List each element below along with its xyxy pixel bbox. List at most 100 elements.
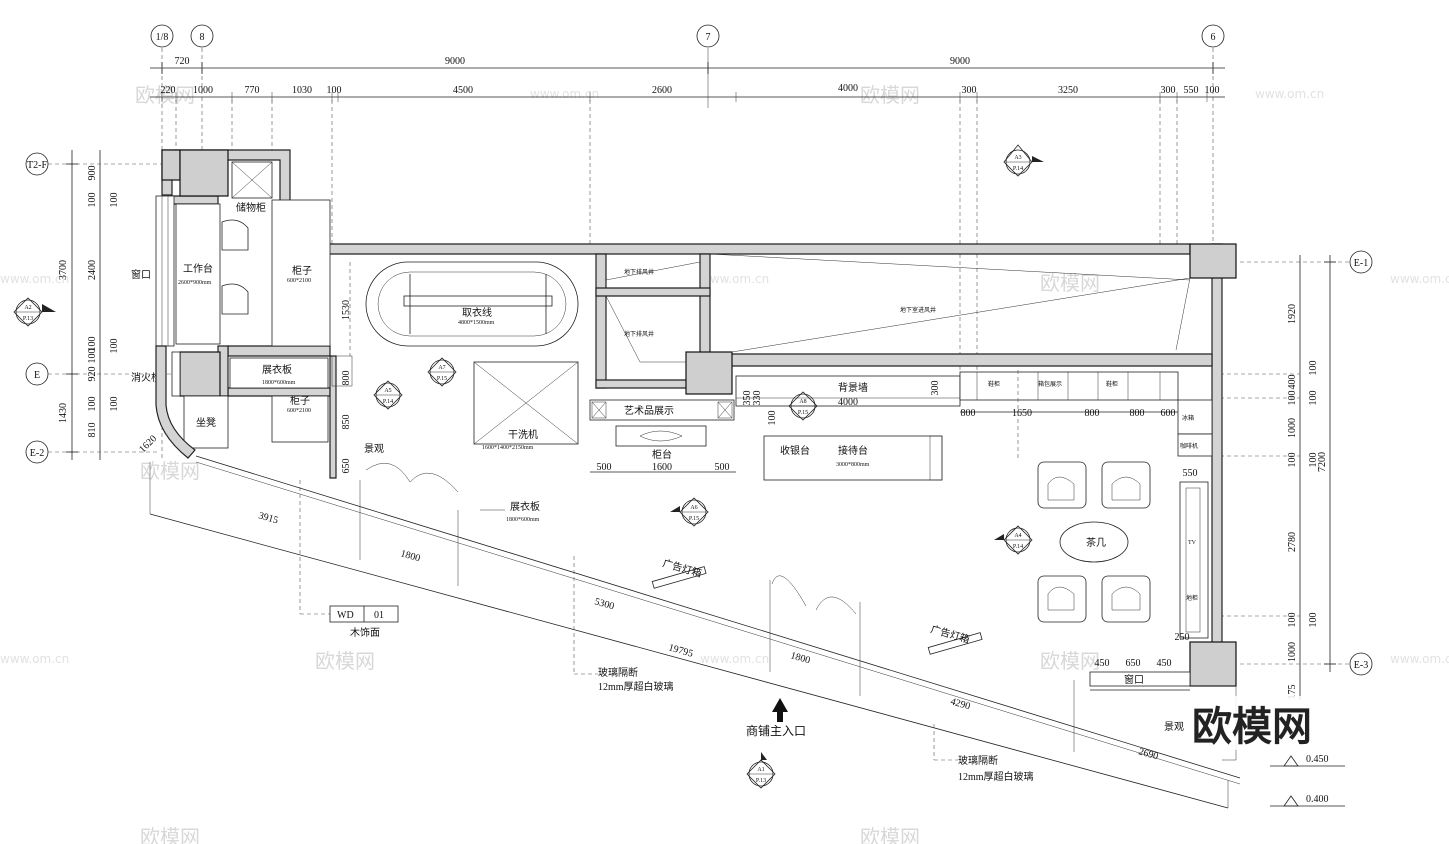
section-marker-a6: A6 P.15 [670,497,709,527]
column [179,351,221,397]
section-marker-a4: A4 P.14 [994,525,1033,555]
dimension-left: 3700 1430 900 100 2400 100 100 920 100 8… [58,150,120,460]
dim-label: 650 [341,459,352,474]
grid-axes-right: E-1 E-3 [1240,250,1373,676]
svg-text:P.14: P.14 [1013,544,1023,550]
lounge-area: 茶几 [1037,461,1151,623]
watermark-text: 欧模网 [135,83,195,107]
glass-partition-notes: 玻璃隔断 12mm厚超白玻璃 玻璃隔断 12mm厚超白玻璃 [573,556,1034,783]
bg-wall-label: 背景墙 [838,381,868,394]
dim-label: 300 [962,85,977,96]
svg-text:P.15: P.15 [689,516,699,522]
right-fittings: 冰箱 咖啡机 550 TV 地柜 250 [1017,370,1213,643]
column [179,149,229,197]
dim-label: 800 [1085,408,1100,419]
entrance-label: 商铺主入口 [746,723,806,738]
pickup-size: 4800*1500mm [458,320,495,326]
svg-text:A7: A7 [438,365,445,371]
clothes-pickup-rail: 取衣线 4800*1500mm [365,261,579,347]
dim-label: 19795 [667,642,694,659]
svg-text:E: E [34,370,40,381]
material-tag: WD 01 木饰面 [299,480,399,639]
column [685,351,733,395]
cabinet2-label: 柜子 [290,394,310,407]
dim-label: 350 [742,391,753,406]
shafts: 地下排风井 地下排风井 地下室进风井 [605,253,1191,363]
dim-label: 4000 [838,83,858,94]
grid-bubble-top: 8 [190,24,214,48]
reception-size: 3000*800mm [836,462,870,468]
dim-label: 450 [1157,658,1172,669]
hydrant-label: 消火栓 [131,371,161,384]
dry-cleaner-machine: 干洗机 1600*1400*2150mm [473,361,579,451]
dim-label: 1920 [1287,304,1298,324]
hanger2-size: 1800*600mm [506,517,540,523]
grid-bubble-left: E [25,362,49,386]
dim-label: 800 [961,408,976,419]
seat-label: 坐凳 [196,417,216,429]
svg-text:P.14: P.14 [1013,166,1023,172]
dim-label: 100 [87,337,98,352]
dim-label: 100 [767,411,778,426]
section-marker-a8: A8 P.15 [788,391,818,421]
walls [161,149,1223,665]
dim-label: 1600 [652,462,672,473]
dim-label: 9000 [950,56,970,67]
hanger2-label: 展衣板 [510,500,540,513]
watermark-text: 欧模网 [140,825,200,844]
column [161,149,181,181]
shoes-label: 鞋柜 [988,380,1000,388]
workbench-size: 2600*900mm [178,280,212,286]
scene2-label: 景观 [1164,721,1184,733]
dim-label: 1800 [399,548,421,564]
dim-label: 100 [109,339,120,354]
watermark-url: www.om.cn [0,272,69,286]
wd-num: 01 [374,610,384,621]
cabinet2-size: 600*2100 [287,408,311,414]
svg-text:A2: A2 [24,305,31,311]
brand-logo: 欧模网 [1188,696,1364,750]
bags-label: 箱包展示 [1038,380,1062,388]
dim-label: 100 [1205,85,1220,96]
grid-bubble-left: T2-F [25,152,49,176]
left-wing: 窗口 储物柜 工作台 2600*900mm 柜子 600*2100 展衣板 18… [131,161,353,474]
dim-label: 900 [87,166,98,181]
dim-label: 100 [109,193,120,208]
tea-table-label: 茶几 [1086,536,1106,549]
svg-text:A1: A1 [757,767,764,773]
pickup-label: 取衣线 [462,306,492,319]
section-marker-a5: A5 P.14 [373,380,403,410]
dim-label: 100 [1308,453,1319,468]
svg-text:A5: A5 [384,388,391,394]
svg-text:T2-F: T2-F [27,160,47,171]
dim-label: 500 [715,462,730,473]
dim-label: 3915 [257,510,279,526]
grid-bubble-right: E-3 [1349,652,1373,676]
svg-text:0.400: 0.400 [1306,794,1329,805]
dim-label: 1030 [292,85,312,96]
dim-label: 550 [1184,85,1199,96]
dim-label: 4290 [949,696,971,712]
dim-label: 400 [1287,375,1298,390]
svg-text:1/8: 1/8 [156,32,169,43]
watermark-url: www.om.cn [0,652,69,666]
scene1-label: 景观 [364,443,384,455]
dim-label: 1800 [789,650,811,666]
watermark-text: 欧模网 [1040,649,1100,673]
dim-label: 330 [752,391,763,406]
dim-label: 550 [1183,468,1198,479]
grid-bubble-top: 1/8 [150,24,174,48]
section-marker-a7: A7 P.15 [427,357,457,387]
svg-text:A6: A6 [690,505,697,511]
svg-text:E-3: E-3 [1354,660,1368,671]
dim-label: 250 [1175,632,1190,643]
dim-label: 100 [109,397,120,412]
svg-text:E-1: E-1 [1354,258,1368,269]
svg-text:7: 7 [706,32,711,43]
svg-text:P.13: P.13 [23,316,33,322]
watermark-text: 欧模网 [315,649,375,673]
dim-label: 5300 [593,596,615,612]
dim-label: 3250 [1058,85,1078,96]
watermark-text: 欧模网 [860,83,920,107]
dimension-top-row2: 220 1000 770 1030 100 4500 2600 4000 300… [150,83,1225,370]
